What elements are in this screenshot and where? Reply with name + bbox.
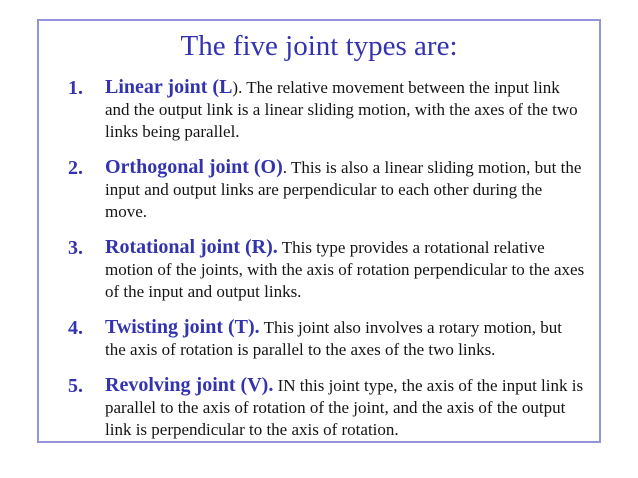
slide-frame: The five joint types are: 1. Linear join… [37,19,601,443]
list-item-revolving-joint: 5. Revolving joint (V). IN this joint ty… [68,374,585,441]
item-description: . This is also a linear sliding motion, … [105,158,582,221]
list-item-twisting-joint: 4. Twisting joint (T). This joint also i… [68,316,585,361]
item-number: 1. [68,77,83,99]
item-body: Twisting joint (T). This joint also invo… [105,316,585,361]
list-item-rotational-joint: 3. Rotational joint (R). This type provi… [68,236,585,303]
joint-type-list: 1. Linear joint (L). The relative moveme… [39,76,599,441]
item-body: Orthogonal joint (O). This is also a lin… [105,156,585,223]
list-item-orthogonal-joint: 2. Orthogonal joint (O). This is also a … [68,156,585,223]
item-heading: Linear joint (L [105,76,233,98]
item-heading: Revolving joint (V). [105,374,274,396]
item-description: This type provides a rotational relative… [105,238,585,301]
item-description: This joint also involves a rotary motion… [105,318,562,359]
item-body: Rotational joint (R). This type provides… [105,236,585,303]
item-description: ). The relative movement between the inp… [105,78,578,141]
item-number: 4. [68,317,83,339]
page-title: The five joint types are: [180,30,458,62]
item-heading: Rotational joint (R). [105,236,278,258]
list-item-linear-joint: 1. Linear joint (L). The relative moveme… [68,76,585,143]
item-heading: Orthogonal joint (O) [105,156,283,178]
item-body: Revolving joint (V). IN this joint type,… [105,374,585,441]
item-heading: Twisting joint (T). [105,316,260,338]
item-number: 5. [68,375,83,397]
item-number: 2. [68,157,83,179]
item-number: 3. [68,237,83,259]
item-description: IN this joint type, the axis of the inpu… [105,376,584,439]
item-body: Linear joint (L). The relative movement … [105,76,585,143]
